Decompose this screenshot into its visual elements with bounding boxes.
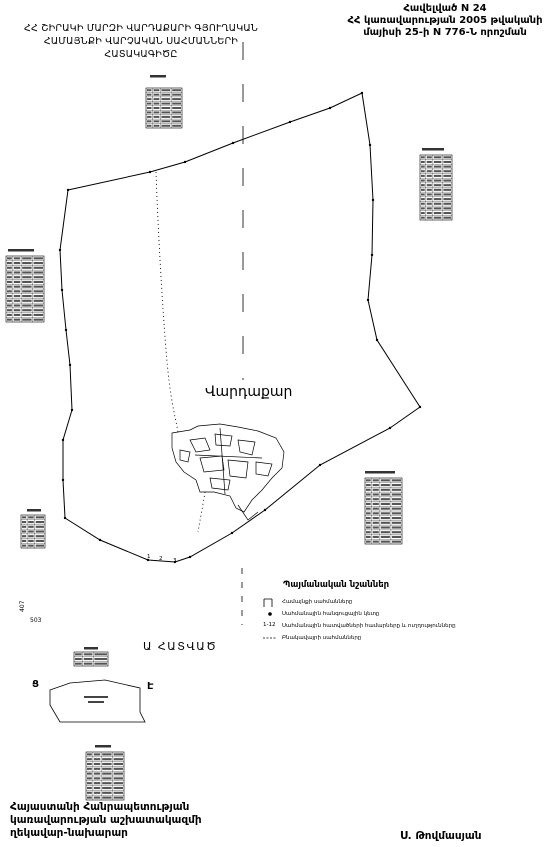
settlement-block xyxy=(214,433,233,447)
settlement-street xyxy=(219,427,226,495)
settlement-block xyxy=(179,449,191,463)
boundary-vertex xyxy=(366,298,370,302)
boundary-vertex xyxy=(371,198,375,202)
dotted-road-south xyxy=(197,491,206,533)
annex-line: մայիսի 25-ի N 776-Ն որոշման xyxy=(363,27,527,38)
settlement-area xyxy=(171,423,285,521)
boundary-vertex xyxy=(231,141,235,145)
vertex-number: 3 xyxy=(173,558,177,564)
settlement-outline xyxy=(171,423,285,513)
boundary-vertex xyxy=(183,160,187,164)
settlement-street xyxy=(237,504,259,521)
coordinate-table xyxy=(73,647,109,667)
table-heading-mark xyxy=(365,471,395,474)
boundary-vertex xyxy=(70,408,74,412)
boundary-vertex xyxy=(64,328,68,332)
inset-label-mark xyxy=(84,696,108,698)
settlement-block xyxy=(189,437,211,453)
boundary-vertex xyxy=(61,438,65,442)
side-number: 407 xyxy=(19,600,26,612)
table-heading-mark xyxy=(84,647,98,650)
boundary-vertex xyxy=(418,405,422,409)
boundary-vertex xyxy=(148,170,152,174)
boundary-vertex xyxy=(58,248,62,252)
boundary-vertex xyxy=(63,516,67,520)
table-heading-mark xyxy=(27,509,41,512)
community-boundary xyxy=(59,92,421,563)
boundary-vertex xyxy=(230,531,234,535)
dotted-road xyxy=(155,171,179,433)
inset-boundary xyxy=(49,679,146,723)
legend-title: Պայմանական նշաններ xyxy=(283,580,390,590)
signature-line: կառավարության աշխատակազմի xyxy=(10,814,202,826)
legend-item-label: Բնակավայրի սահմանները xyxy=(282,635,362,641)
settlement-block xyxy=(255,461,273,477)
signature-line: ղեկավար-նախարար xyxy=(10,827,128,839)
document-title: ՀՀ ՇԻՐԱԿԻ ՄԱՐԶԻ ՎԱՐԴԱՔԱՐԻ ԳՅՈՒՂԱԿԱՆ ՀԱՄԱ… xyxy=(5,22,277,61)
boundary-vertex xyxy=(318,463,322,467)
legend-item-label: Սահմանային հատվածների համարները և ուղղու… xyxy=(282,623,456,629)
table-heading-mark xyxy=(8,249,34,252)
settlement-block xyxy=(199,455,225,473)
coordinate-tables xyxy=(5,75,453,801)
boundary-vertex xyxy=(328,106,332,110)
inset-right-mark: Է xyxy=(147,681,154,692)
signature-line: Հայաստանի Հանրապետության xyxy=(10,801,190,813)
signature-block: Հայաստանի Հանրապետության կառավարության ա… xyxy=(10,801,202,840)
table-heading-mark xyxy=(150,75,166,78)
boundary-vertex xyxy=(68,363,72,367)
vertex-number: 1 xyxy=(147,554,151,560)
boundary-vertex xyxy=(60,288,64,292)
table-heading-mark xyxy=(422,148,444,151)
boundary-vertex xyxy=(98,538,102,542)
boundary-vertices xyxy=(58,91,422,564)
boundary-vertex xyxy=(370,253,374,257)
coordinate-table xyxy=(419,148,453,221)
table-frame xyxy=(20,514,46,549)
table-frame xyxy=(73,651,109,667)
boundary-vertex xyxy=(375,338,379,342)
coordinate-table xyxy=(85,745,125,801)
boundary-vertex xyxy=(388,426,392,430)
title-line: ՀՀ ՇԻՐԱԿԻ ՄԱՐԶԻ ՎԱՐԴԱՔԱՐԻ ԳՅՈՒՂԱԿԱՆ xyxy=(24,23,258,34)
coordinate-table xyxy=(20,509,46,549)
inset-label-mark xyxy=(88,701,104,703)
boundary-vertex xyxy=(360,91,364,95)
table-frame xyxy=(145,87,183,129)
boundary-vertex xyxy=(288,120,292,124)
settlement-block xyxy=(227,459,249,479)
coordinate-table xyxy=(364,471,403,545)
title-line: ՀԱՏԱԿԱԳԻԾԸ xyxy=(104,49,178,60)
side-number: 503 xyxy=(30,617,42,624)
inset-left-mark: Ց xyxy=(32,679,39,690)
legend-item-symbol: 1-12 xyxy=(263,622,276,628)
boundary-vertex xyxy=(61,478,65,482)
annex-line: Հավելված N 24 xyxy=(403,3,487,14)
annex-line: ՀՀ կառավարության 2005 թվականի xyxy=(347,15,543,26)
legend-item-label: Համայնքի սահմանները xyxy=(282,599,353,605)
boundary-vertex xyxy=(188,555,192,559)
table-heading-mark xyxy=(95,745,111,748)
settlement-block xyxy=(237,439,256,456)
signatory-name: Ս. Թովմասյան xyxy=(400,830,482,842)
vertex-number: 2 xyxy=(159,556,163,562)
legend-item-label: Սահմանային հանգուցային կետը xyxy=(282,611,380,617)
boundary-vertex xyxy=(66,188,70,192)
title-line: ՀԱՄԱՅՆՔԻ ՎԱՐՉԱԿԱՆ ՍԱՀՄԱՆՆԵՐԻ xyxy=(43,36,239,47)
annex-note: Հավելված N 24 ՀՀ կառավարության 2005 թվակ… xyxy=(338,3,552,39)
legend-symbol-boundary xyxy=(263,598,273,607)
legend-symbol-node xyxy=(268,612,272,616)
boundary-vertex xyxy=(263,508,267,512)
coordinate-table xyxy=(145,75,183,129)
boundary-vertex xyxy=(173,560,177,564)
boundary-vertex xyxy=(368,143,372,147)
coordinate-table xyxy=(5,249,45,323)
boundary-vertex xyxy=(146,558,150,562)
inset-section-title: Ա ՀԱՏՎԱԾ xyxy=(143,640,218,653)
settlement-label: Վարդաքար xyxy=(205,384,293,400)
settlement-street xyxy=(194,454,263,459)
settlement-block xyxy=(209,477,231,491)
